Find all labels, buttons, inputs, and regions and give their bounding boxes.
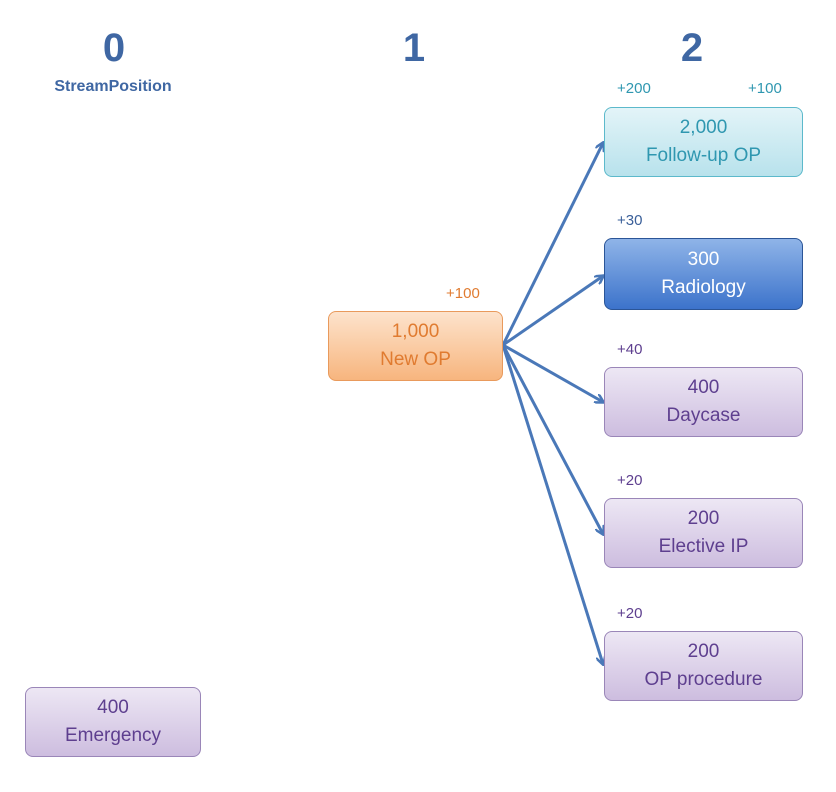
node-daycase-label: Daycase	[666, 405, 741, 426]
column-0-label: StreamPosition	[54, 78, 172, 95]
node-new-op-label: New OP	[380, 349, 451, 370]
node-follow-up-op-delta-left: +200	[617, 80, 651, 97]
node-daycase: 400 Daycase	[604, 367, 803, 437]
node-radiology: 300 Radiology	[604, 238, 803, 310]
node-op-procedure-value: 200	[687, 641, 720, 662]
node-emergency: 400 Emergency	[25, 687, 201, 757]
node-emergency-value: 400	[97, 697, 129, 718]
edge-new-op-to-follow-up-op	[501, 143, 603, 346]
edge-new-op-to-op-procedure	[501, 344, 603, 664]
node-radiology-value: 300	[687, 249, 720, 270]
node-follow-up-op-value: 2,000	[679, 117, 728, 138]
node-op-procedure-label: OP procedure	[644, 669, 763, 690]
node-op-procedure-delta: +20	[617, 605, 643, 622]
node-new-op: 1,000 New OP	[328, 311, 503, 381]
edge-new-op-to-radiology	[502, 276, 603, 347]
column-0-number: 0	[102, 26, 126, 70]
node-new-op-delta: +100	[446, 285, 480, 302]
node-daycase-value: 400	[687, 377, 720, 398]
node-radiology-label: Radiology	[661, 277, 746, 298]
edge-new-op-to-elective-ip	[501, 344, 603, 534]
node-elective-ip-label: Elective IP	[658, 536, 749, 557]
node-elective-ip: 200 Elective IP	[604, 498, 803, 568]
column-2-number: 2	[680, 26, 704, 70]
node-elective-ip-delta: +20	[617, 472, 643, 489]
node-op-procedure: 200 OP procedure	[604, 631, 803, 701]
column-1-number: 1	[402, 26, 426, 70]
node-follow-up-op: 2,000 Follow-up OP	[604, 107, 803, 177]
node-elective-ip-value: 200	[687, 508, 720, 529]
node-daycase-delta: +40	[617, 341, 643, 358]
edge-new-op-to-daycase	[502, 343, 603, 402]
node-follow-up-op-delta-right: +100	[748, 80, 782, 97]
node-radiology-delta: +30	[617, 212, 643, 229]
node-emergency-label: Emergency	[64, 725, 162, 746]
node-follow-up-op-label: Follow-up OP	[645, 145, 762, 166]
node-new-op-value: 1,000	[391, 321, 440, 342]
